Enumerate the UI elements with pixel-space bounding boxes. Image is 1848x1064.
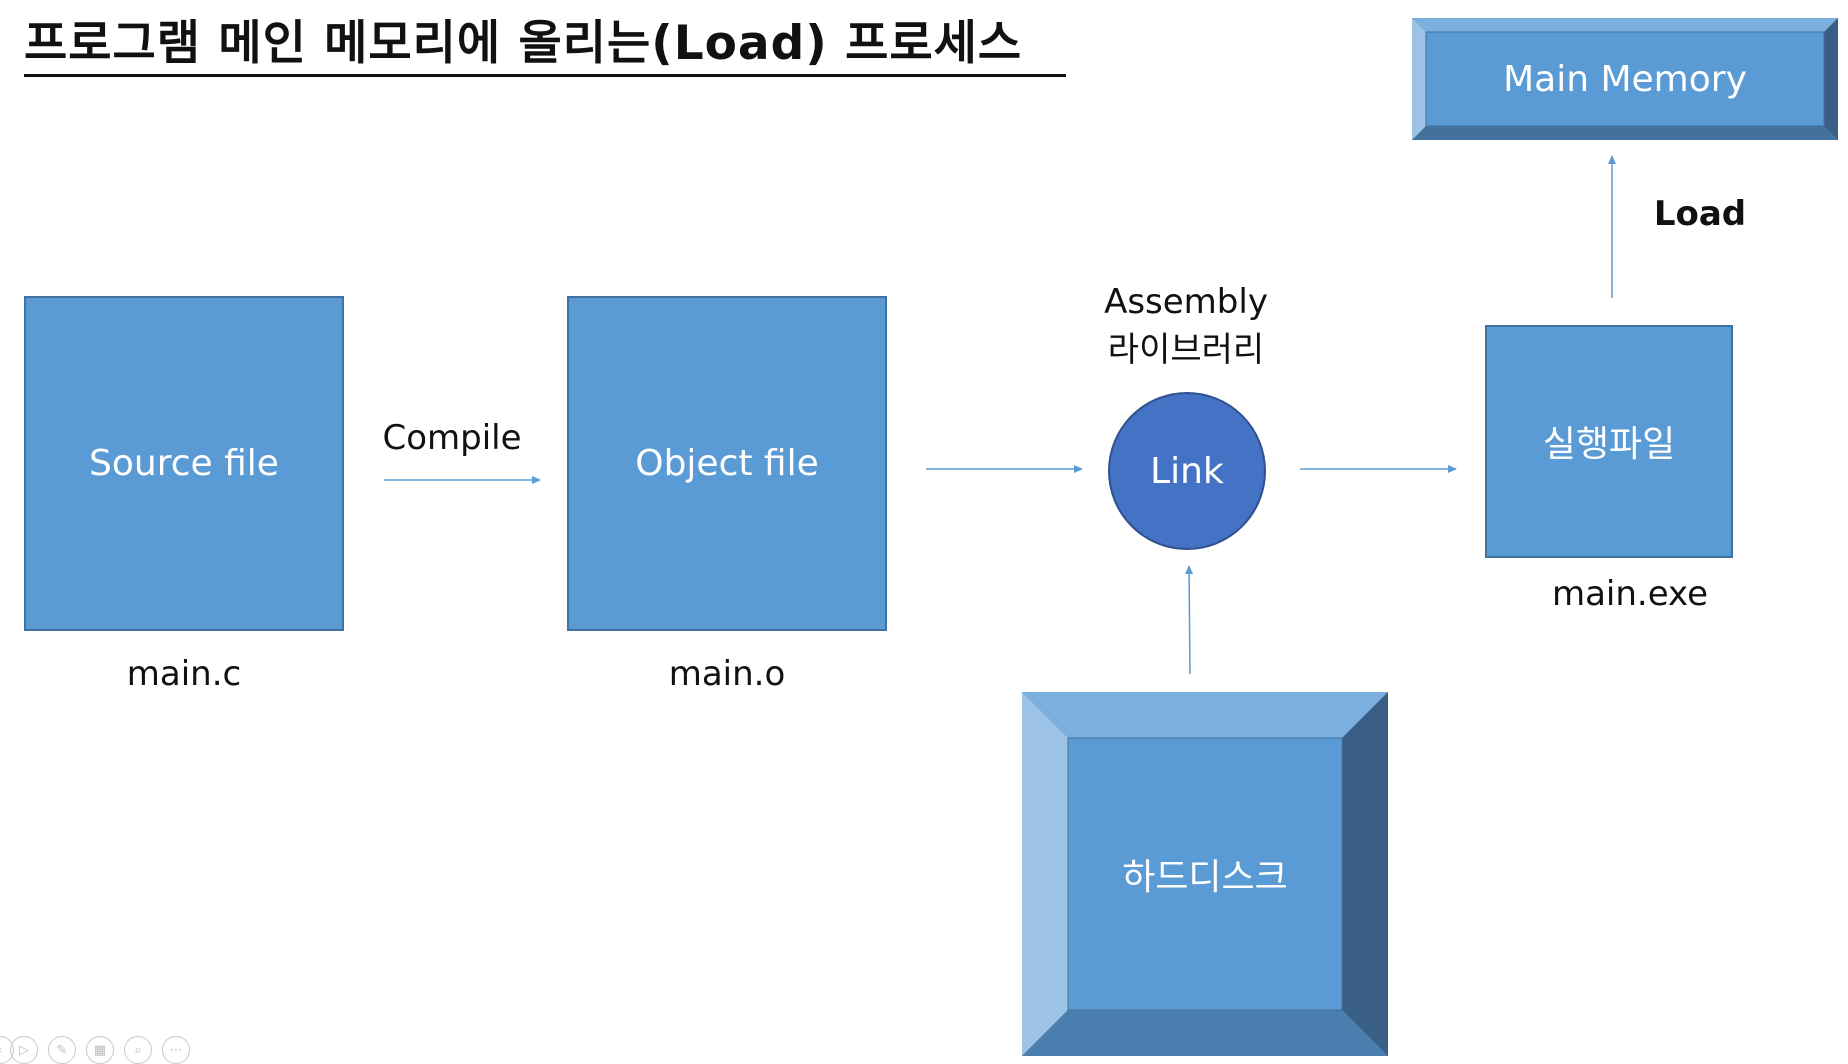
disk-to-link-arrow xyxy=(1185,565,1194,675)
assembly-caption: Assembly xyxy=(1104,282,1268,322)
main-memory-bevel xyxy=(1412,18,1838,140)
main-memory-label: Main Memory xyxy=(1503,58,1747,100)
object-file-label: Object file xyxy=(635,443,819,484)
link-node: Link xyxy=(1108,392,1266,550)
main-memory-block: Main Memory xyxy=(1412,18,1838,140)
executable-label: 실행파일 xyxy=(1542,424,1676,465)
load-label: Load xyxy=(1653,194,1747,234)
title-underline xyxy=(24,74,1066,77)
hard-disk-label: 하드디스크 xyxy=(1122,857,1288,898)
link-label: Link xyxy=(1150,450,1224,492)
source-file-label: Source file xyxy=(89,443,279,484)
executable-box: 실행파일 xyxy=(1485,325,1733,558)
object-file-caption: main.o xyxy=(668,654,786,694)
compile-label: Compile xyxy=(382,418,522,458)
hard-disk-block: 하드디스크 xyxy=(1022,692,1388,1056)
hard-disk-bevel xyxy=(1022,692,1388,1056)
page-title: 프로그램 메인 메모리에 올리는(Load) 프로세스 xyxy=(24,16,1023,71)
object-file-box: Object file xyxy=(567,296,887,631)
library-caption: 라이브러리 xyxy=(1107,330,1265,370)
source-file-caption: main.c xyxy=(126,654,242,694)
source-file-box: Source file xyxy=(24,296,344,631)
executable-caption: main.exe xyxy=(1551,574,1709,614)
